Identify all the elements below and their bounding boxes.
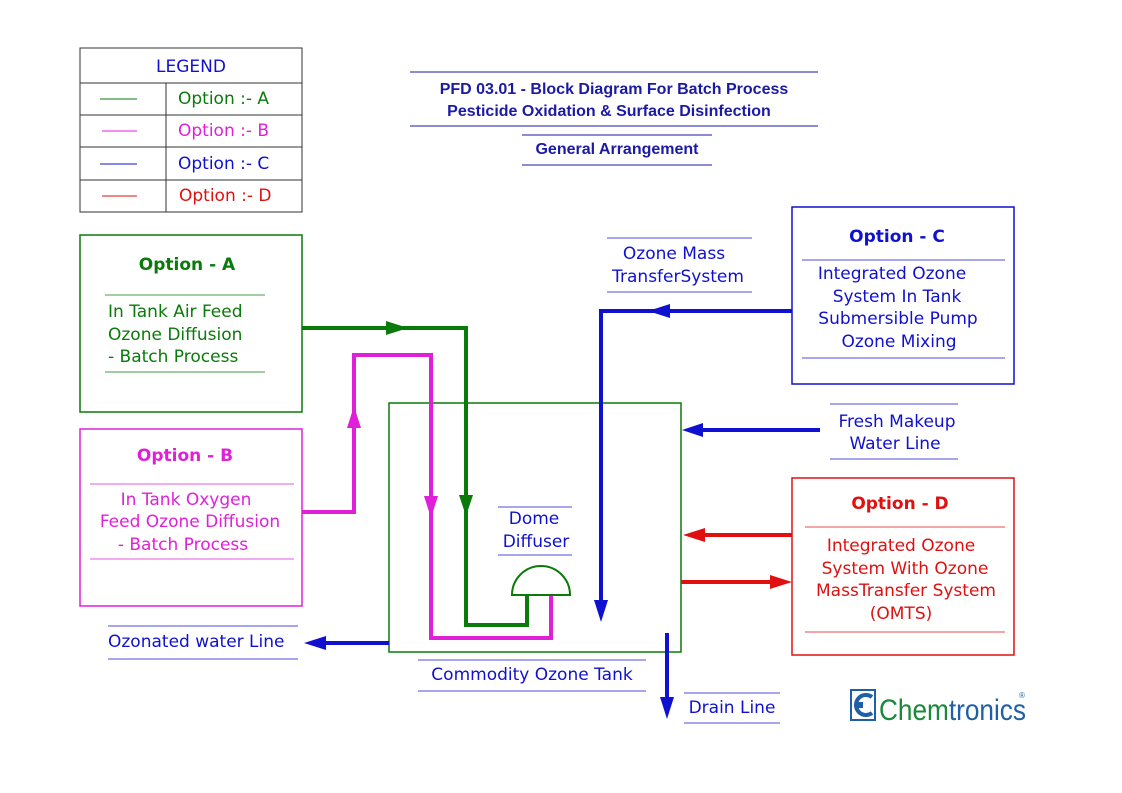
logo-registered-mark: ® [1019, 691, 1025, 700]
fresh-makeup-flow [682, 423, 820, 437]
fresh-makeup-line-2: Water Line [849, 434, 940, 454]
legend: LEGEND Option :- A Option :- B Option :-… [79, 47, 303, 213]
option-d-line-2: System With Ozone [822, 559, 989, 579]
legend-label-d: Option :- D [179, 186, 272, 206]
option-c-heading: Option - C [849, 227, 945, 247]
option-c-block: Option - C Integrated Ozone System In Ta… [791, 206, 1015, 385]
commodity-tank-text: Commodity Ozone Tank [431, 665, 633, 685]
option-a-line-3: - Batch Process [108, 347, 238, 367]
logo-mark-icon [850, 689, 876, 721]
drain-line-text: Drain Line [689, 698, 776, 718]
ozonated-water-label: Ozonated water Line [108, 625, 298, 660]
dome-diffuser: Dome Diffuser [498, 506, 572, 596]
option-b-block: Option - B In Tank Oxygen Feed Ozone Dif… [79, 428, 303, 607]
ozone-mass-line-2: TransferSystem [611, 267, 744, 287]
title-line-1: PFD 03.01 - Block Diagram For Batch Proc… [440, 81, 789, 98]
option-d-line-4: (OMTS) [870, 604, 933, 624]
option-d-heading: Option - D [851, 494, 948, 514]
drain-line-label: Drain Line [684, 692, 780, 724]
option-a-flow [302, 321, 529, 627]
option-b-heading: Option - B [137, 446, 233, 466]
option-b-line-2: Feed Ozone Diffusion [100, 512, 280, 532]
option-d-block: Option - D Integrated Ozone System With … [791, 477, 1015, 656]
option-d-line-1: Integrated Ozone [827, 536, 975, 556]
fresh-makeup-line-1: Fresh Makeup [839, 412, 956, 432]
ozonated-water-text: Ozonated water Line [108, 632, 284, 652]
ozone-mass-label: Ozone Mass TransferSystem [607, 237, 752, 293]
ozone-mass-line-1: Ozone Mass [623, 244, 725, 264]
option-d-line-3: MassTransfer System [816, 581, 996, 601]
legend-header: LEGEND [156, 57, 226, 77]
option-d-flow [681, 528, 792, 589]
title-block: PFD 03.01 - Block Diagram For Batch Proc… [410, 71, 818, 166]
option-a-heading: Option - A [139, 255, 236, 275]
title-subtitle: General Arrangement [535, 141, 699, 158]
option-a-line-1: In Tank Air Feed [108, 302, 243, 322]
option-b-flow [302, 353, 553, 640]
commodity-tank-label: Commodity Ozone Tank [418, 659, 646, 692]
option-c-line-2: System In Tank [833, 287, 962, 307]
option-b-line-1: In Tank Oxygen [121, 490, 252, 510]
option-a-line-2: Ozone Diffusion [108, 325, 242, 345]
option-c-line-4: Ozone Mixing [841, 332, 956, 352]
ozonated-water-flow [304, 636, 389, 650]
fresh-makeup-label: Fresh Makeup Water Line [830, 403, 958, 460]
title-line-2: Pesticide Oxidation & Surface Disinfecti… [447, 103, 771, 120]
legend-label-b: Option :- B [178, 121, 269, 141]
legend-label-c: Option :- C [178, 154, 269, 174]
drain-flow [660, 633, 674, 719]
chemtronics-logo: Chemtronics ® [850, 689, 1026, 727]
option-c-line-1: Integrated Ozone [818, 264, 966, 284]
option-c-line-3: Submersible Pump [818, 309, 977, 329]
option-b-line-3: - Batch Process [118, 535, 248, 555]
logo-wordmark: Chemtronics [879, 694, 1026, 727]
dome-label-2: Diffuser [503, 532, 570, 552]
option-a-block: Option - A In Tank Air Feed Ozone Diffus… [79, 234, 303, 413]
commodity-ozone-tank [388, 402, 682, 653]
option-c-flow [594, 304, 792, 622]
legend-label-a: Option :- A [178, 89, 269, 109]
dome-label-1: Dome [509, 509, 560, 529]
